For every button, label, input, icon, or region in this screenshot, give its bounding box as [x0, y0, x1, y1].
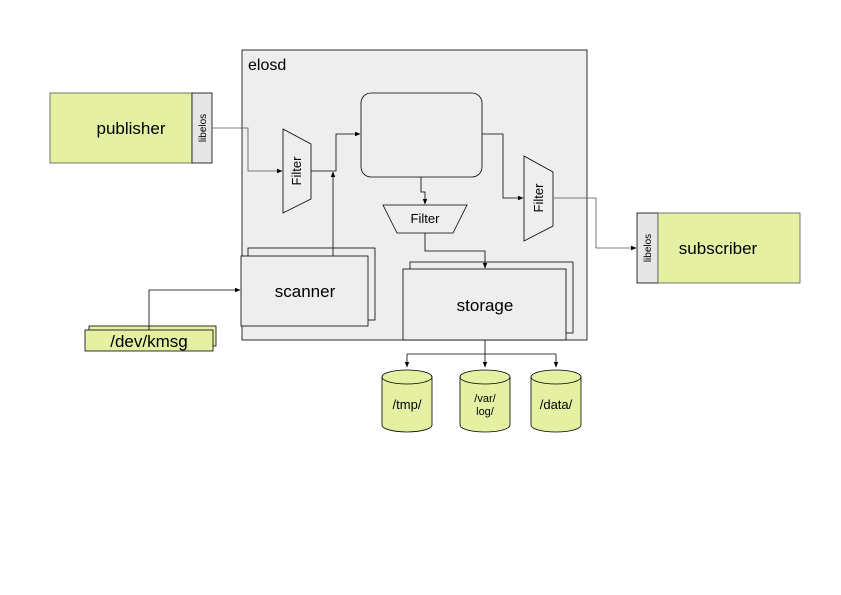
publisher-component: publisher libelos — [49, 92, 213, 164]
kmsg-component: /dev/kmsg — [84, 325, 217, 352]
storage-filter: Filter — [382, 204, 468, 234]
storage-component: storage — [402, 261, 574, 341]
storage-filter-label: Filter — [411, 211, 441, 226]
output-filter-to-subscriber-arrow — [553, 197, 637, 251]
event-processor-box — [360, 92, 483, 178]
subscriber-label: subscriber — [679, 239, 758, 258]
publisher-libelos-label: libelos — [198, 114, 209, 142]
processor-to-output-filter-arrow — [482, 133, 524, 201]
subscriber-libelos-label: libelos — [643, 234, 654, 262]
subscriber-component: libelos subscriber — [636, 212, 801, 284]
backend-data-cylinder: /data/ — [530, 369, 582, 433]
storage-label: storage — [457, 296, 514, 315]
output-filter: Filter — [523, 155, 554, 242]
backend-var-log-cylinder: /var/ log/ — [459, 369, 511, 433]
backend-tmp-cylinder: /tmp/ — [381, 369, 433, 433]
input-filter-label: Filter — [289, 156, 304, 186]
kmsg-to-scanner-arrow — [148, 287, 241, 330]
publisher-label: publisher — [97, 119, 166, 138]
storage-filter-to-storage-arrow — [424, 233, 488, 269]
input-filter: Filter — [282, 128, 312, 214]
backend-var-label-line2: log/ — [476, 406, 495, 418]
processor-to-storage-filter-arrow — [420, 177, 428, 205]
output-filter-label: Filter — [531, 183, 546, 213]
backend-data-label: /data/ — [540, 397, 573, 412]
backend-tmp-label: /tmp/ — [393, 397, 422, 412]
elosd-label: elosd — [248, 57, 286, 74]
scanner-component: scanner — [240, 247, 376, 327]
publisher-to-filter-arrow — [212, 127, 283, 174]
filter-to-processor-arrow — [311, 131, 361, 172]
scanner-label: scanner — [275, 282, 336, 301]
kmsg-label: /dev/kmsg — [110, 332, 187, 351]
backend-var-label-line1: /var/ — [474, 393, 496, 405]
